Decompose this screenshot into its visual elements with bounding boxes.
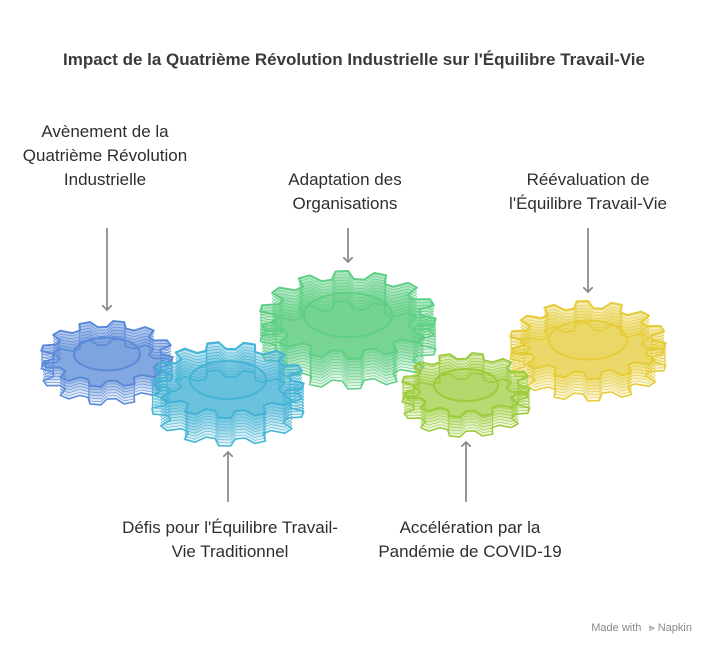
gear-cyan-layer	[151, 352, 304, 429]
label-acceleration: Accélération par la Pandémie de COVID-19	[378, 518, 562, 561]
gear-green-icon	[259, 270, 437, 390]
gear-blue-icon	[40, 320, 174, 406]
gear-cyan-icon	[151, 341, 305, 447]
made-with-text: Made with	[591, 622, 642, 634]
gear-cyan-layer	[151, 349, 304, 426]
gear-cyan-layer	[151, 369, 305, 447]
label-avenement: Avènement de la Quatrième Révolution Ind…	[22, 122, 188, 189]
gear-blue-top	[40, 320, 174, 388]
gear-cyan-layer	[151, 367, 304, 444]
label-adaptation: Adaptation des Organisations	[288, 170, 402, 213]
gear-lime-icon	[401, 352, 531, 438]
gear-yellow-hub	[548, 319, 628, 361]
gear-cyan-top	[151, 341, 305, 419]
gear-lime-hub	[433, 368, 499, 402]
gear-yellow-icon	[509, 300, 667, 402]
gear-blue-hub	[73, 336, 141, 372]
label-reevaluation: Réévaluation de l'Équilibre Travail-Vie	[509, 170, 667, 213]
gear-green-hub	[303, 292, 393, 338]
footer-credit: Made with ⪢ Napkin	[591, 622, 692, 635]
diagram-title: Impact de la Quatrième Révolution Indust…	[63, 50, 645, 69]
gear-lime-top	[401, 352, 531, 418]
gear-cyan-hub	[189, 360, 267, 400]
gear-yellow-top	[509, 300, 667, 380]
napkin-brand: Napkin	[657, 622, 692, 634]
gear-green-top	[259, 270, 437, 360]
napkin-logo-icon: ⪢	[648, 622, 655, 634]
label-defis: Défis pour l'Équilibre Travail-Vie Tradi…	[122, 518, 338, 561]
